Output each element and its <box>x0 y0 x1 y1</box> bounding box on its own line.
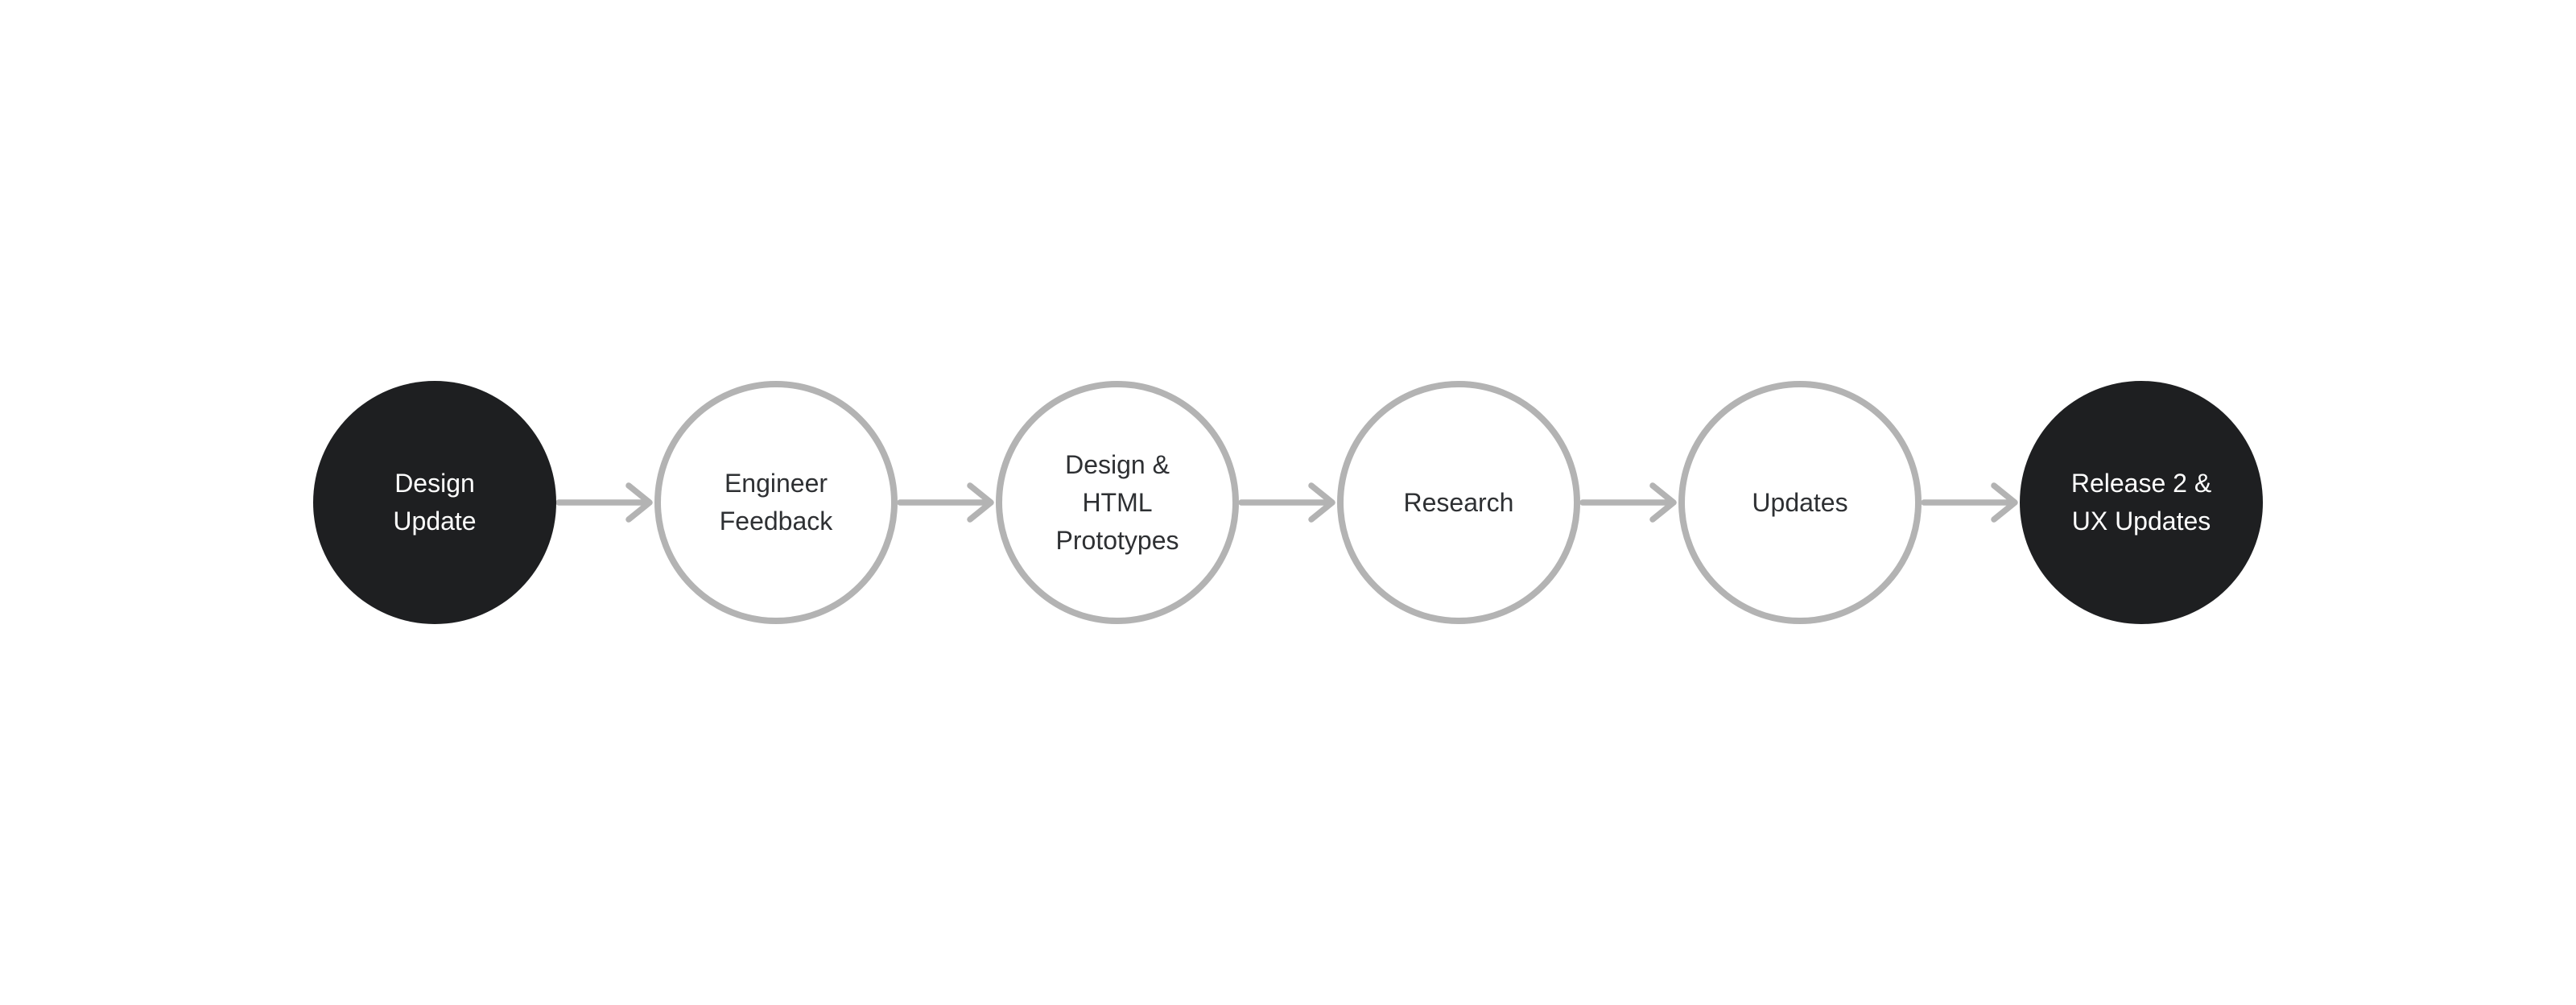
flow-arrow <box>1580 477 1678 528</box>
arrow-head-icon <box>967 482 994 523</box>
flow-node-label: Updates <box>1752 484 1847 522</box>
arrow-head-icon <box>1649 482 1677 523</box>
flow-node-label: Design & HTML Prototypes <box>1056 446 1179 560</box>
flow-node-label-line: Prototypes <box>1055 525 1179 555</box>
flow-arrow <box>1239 477 1337 528</box>
flow-arrow <box>898 477 996 528</box>
flow-node-label-line: UX Updates <box>2071 507 2211 536</box>
flow-node-label-line: HTML <box>1082 487 1153 517</box>
flow-node-label-line: Updates <box>1752 487 1848 517</box>
flow-arrow <box>556 477 654 528</box>
flow-node-label-line: Update <box>393 507 477 536</box>
flow-node-label: Research <box>1404 484 1514 522</box>
flow-node-release-2-ux-updates[interactable]: Release 2 & UX Updates <box>2020 381 2263 624</box>
arrow-head-icon <box>1991 482 2018 523</box>
flow-node-label-line: Research <box>1403 487 1514 517</box>
arrow-head-icon <box>625 482 653 523</box>
flow-node-label-line: Engineer <box>724 469 828 498</box>
flow-node-label-line: Release 2 & <box>2070 469 2212 498</box>
flow-node-label-line: Design <box>394 469 475 498</box>
arrow-head-icon <box>1308 482 1335 523</box>
flow-node-design-html-prototypes[interactable]: Design & HTML Prototypes <box>996 381 1239 624</box>
flow-node-label-line: Feedback <box>719 507 833 536</box>
flow-arrow <box>1922 477 2020 528</box>
flow-node-label-line: Design & <box>1065 449 1170 479</box>
flow-node-updates[interactable]: Updates <box>1678 381 1922 624</box>
flow-node-label: Release 2 & UX Updates <box>2071 465 2211 540</box>
flow-node-research[interactable]: Research <box>1337 381 1580 624</box>
